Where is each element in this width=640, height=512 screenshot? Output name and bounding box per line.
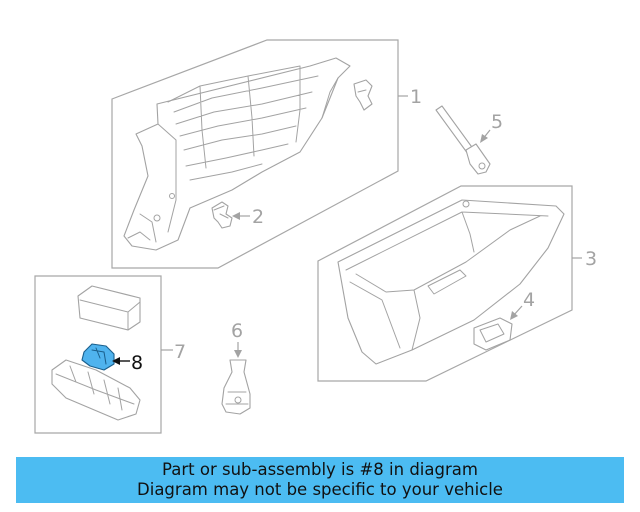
banner-line-part: Part or sub-assembly is #8 in diagram [162, 460, 478, 479]
callout-6: 6 [231, 320, 243, 342]
frame-hole-2 [169, 193, 175, 199]
callout-7: 7 [174, 341, 186, 363]
glove-box-bin [337, 199, 565, 365]
callout-1: 1 [410, 86, 422, 108]
frame-detail-lines [127, 65, 339, 243]
glove-box-details [345, 211, 549, 351]
frame-clip [353, 79, 373, 111]
part-6-socket-group: 6 [221, 320, 251, 415]
callout-3: 3 [585, 248, 597, 270]
part-5-damper-group: 5 [435, 105, 503, 175]
part-4-latch-group: 4 [473, 289, 535, 351]
part-1-glove-box-frame-group: 1 [111, 39, 422, 269]
callout-4: 4 [523, 289, 535, 311]
callout-5: 5 [491, 111, 503, 133]
frame-hole [153, 214, 161, 222]
part-8-bulb-group: 8 [81, 343, 143, 374]
damper-body [465, 143, 491, 175]
glove-box-handle [427, 269, 467, 295]
part-2-screw-group: 2 [211, 201, 264, 229]
bulb-socket [221, 359, 251, 415]
callout-2: 2 [252, 206, 264, 228]
banner-line-disclaimer: Diagram may not be specific to your vehi… [137, 480, 503, 499]
glove-box-frame [123, 57, 351, 251]
callout-8: 8 [131, 352, 143, 374]
lamp-lens [77, 285, 141, 331]
info-banner: Part or sub-assembly is #8 in diagram Di… [16, 457, 624, 503]
part-3-glove-box-group: 3 [317, 185, 597, 382]
latch [473, 317, 513, 351]
damper-rod [435, 105, 475, 155]
